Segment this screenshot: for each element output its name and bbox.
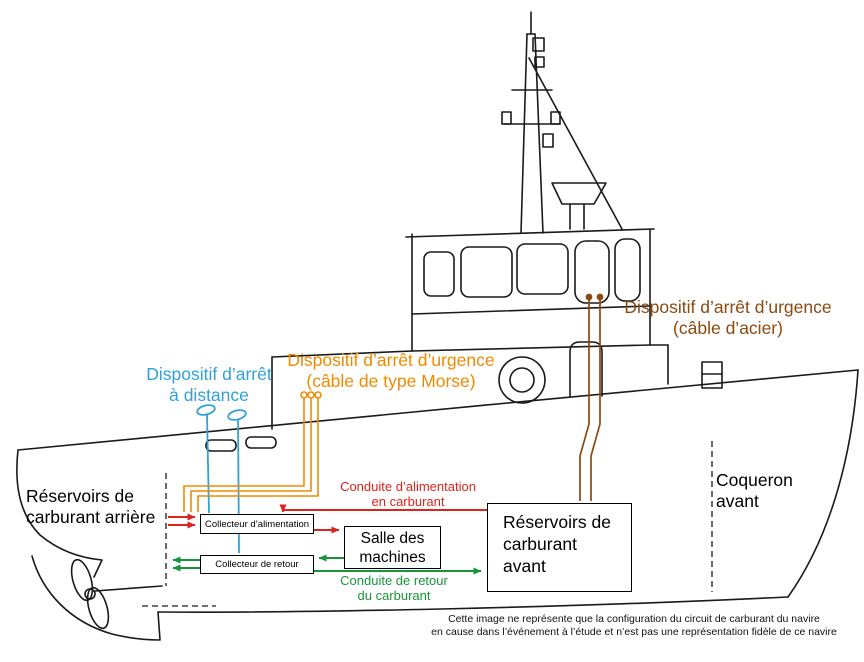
label-return-pipe-line2: du carburant [357, 587, 431, 603]
superstructure [271, 228, 669, 430]
ship-outline [16, 11, 859, 641]
forward-tanks-line1: Réservoirs de [503, 512, 611, 532]
label-supply-pipe: Conduite d’alimentation en carburant [330, 479, 486, 509]
label-aft-fuel-tanks: Réservoirs de carburant arrière [26, 486, 155, 528]
box-engine-room: Salle des machines [344, 526, 441, 569]
stern-counter [16, 449, 103, 578]
footnote-line2: en cause dans l’événement à l’étude et n… [431, 625, 837, 638]
fuel-supply-lines [168, 504, 487, 534]
morse-handle-icon [307, 391, 315, 399]
deck-fittings [205, 361, 723, 452]
steel-handle-icon [596, 293, 604, 301]
label-steel-emergency-stop: Dispositif d’arrêt d’urgence (câble d’ac… [617, 297, 839, 339]
morse-handle-icon [300, 391, 308, 399]
footnote-line1: Cette image ne représente que la configu… [448, 613, 820, 625]
forward-tanks-line3: avant [503, 556, 546, 576]
keel-line [157, 596, 789, 613]
mast-stay [528, 57, 623, 230]
steel-emergency-cables [579, 293, 604, 501]
label-steel-line1: Dispositif d’arrêt d’urgence [624, 297, 832, 317]
label-supply-pipe-line2: en carburant [371, 493, 445, 509]
return-manifold-label: Collecteur de retour [215, 559, 299, 570]
engine-room-line2: machines [359, 548, 426, 566]
bow-stem [787, 369, 859, 598]
mast [501, 11, 623, 234]
label-forepeak-line2: avant [716, 491, 759, 511]
remote-handle-icon [227, 409, 247, 421]
life-ring-icon [498, 356, 546, 404]
label-return-pipe-line1: Conduite de retour [340, 573, 448, 588]
forward-tanks-line2: carburant [503, 534, 577, 554]
label-steel-line2: (câble d’acier) [673, 318, 783, 338]
label-morse-emergency-stop: Dispositif d’arrêt d’urgence (câble de t… [281, 350, 501, 392]
label-forepeak: Coqueron avant [716, 470, 793, 512]
horn [551, 182, 607, 230]
label-remote-shutdown-line1: Dispositif d’arrêt [146, 364, 272, 384]
label-morse-line2: (câble de type Morse) [306, 371, 476, 391]
supply-manifold-label: Collecteur d’alimentation [204, 518, 310, 530]
label-remote-shutdown: Dispositif d’arrêt à distance [128, 364, 290, 406]
box-return-manifold: Collecteur de retour [200, 555, 314, 574]
label-supply-pipe-line1: Conduite d’alimentation [340, 479, 476, 494]
bulkhead-dashed-lines [142, 441, 713, 607]
box-forward-fuel-tanks: Réservoirs de carburant avant [487, 503, 632, 592]
label-return-pipe: Conduite de retour du carburant [323, 573, 465, 603]
steel-handle-icon [585, 293, 593, 301]
label-morse-line1: Dispositif d’arrêt d’urgence [287, 350, 495, 370]
morse-emergency-cables [183, 391, 322, 512]
morse-handle-icon [314, 391, 322, 399]
label-aft-tanks-line1: Réservoirs de [26, 486, 134, 506]
label-aft-tanks-line2: carburant arrière [26, 507, 156, 527]
label-forepeak-line1: Coqueron [716, 470, 793, 490]
propeller-icon [70, 558, 163, 630]
skeg [31, 555, 161, 641]
footnote: Cette image ne représente que la configu… [428, 613, 840, 638]
sheer-line [17, 369, 859, 451]
box-supply-manifold: Collecteur d’alimentation [200, 514, 314, 534]
fuel-return-lines [172, 554, 482, 575]
door [569, 341, 603, 398]
label-remote-shutdown-line2: à distance [169, 385, 249, 405]
engine-room-line1: Salle des [360, 529, 425, 547]
